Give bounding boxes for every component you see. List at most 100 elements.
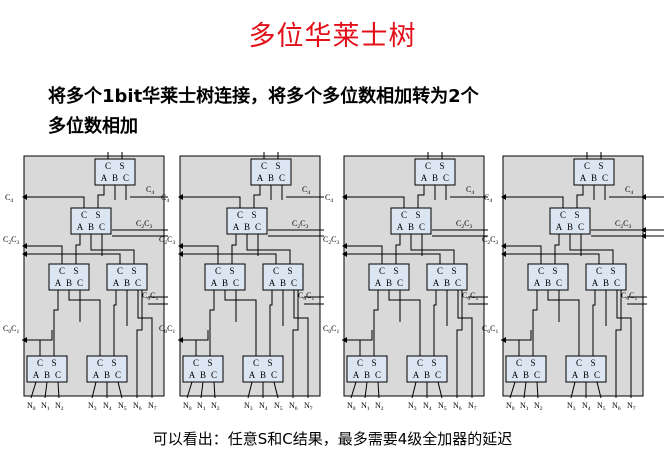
adder-port-in-c: C	[77, 278, 83, 288]
wire	[182, 196, 241, 208]
signal-label-c2c3-in: C2C3	[456, 219, 472, 230]
input-label-n0: N0	[27, 401, 36, 412]
adder-port-in-c: C	[55, 370, 61, 380]
adder-port-in-c: C	[443, 173, 449, 183]
adder-port-in-c: C	[594, 370, 600, 380]
wire	[377, 381, 380, 399]
wire	[570, 381, 576, 399]
input-label-n5: N5	[274, 401, 283, 412]
arrow-head	[501, 251, 506, 257]
arrow-head	[178, 194, 183, 200]
input-label-n5: N5	[438, 401, 447, 412]
wire	[433, 290, 437, 356]
wire	[346, 253, 441, 264]
adder-port-s: S	[131, 266, 136, 276]
adder-port-in-a: A	[93, 370, 100, 380]
adder-port-s: S	[439, 161, 444, 171]
wire	[136, 289, 143, 398]
adder-port-in-a: A	[413, 370, 420, 380]
wire	[117, 381, 123, 399]
signal-label-c4-in: C4	[146, 185, 154, 196]
wire	[57, 381, 60, 399]
adder-port-in-c: C	[614, 278, 620, 288]
adder-port-in-b: B	[545, 278, 551, 288]
adder-port-in-c: C	[534, 370, 540, 380]
wire	[182, 253, 277, 264]
wire	[186, 381, 193, 399]
wire	[91, 381, 97, 399]
subtitle-line-2: 多位数相加	[48, 116, 138, 137]
adder-port-in-b: B	[268, 173, 274, 183]
wire	[359, 330, 373, 356]
adder-port-in-c: C	[279, 173, 285, 183]
wire	[505, 245, 542, 264]
signal-label-c4-out: C4	[325, 193, 333, 204]
arrow-head	[342, 251, 347, 257]
input-label-n0: N0	[506, 401, 515, 412]
full-adder-box	[346, 355, 388, 383]
adder-port-in-c: C	[602, 173, 608, 183]
signal-label-c2c3-out: C2C3	[323, 235, 339, 246]
wire	[247, 381, 253, 399]
wire	[417, 185, 425, 208]
adder-port-in-b: B	[583, 370, 589, 380]
wire	[437, 381, 443, 399]
wire	[182, 245, 219, 264]
wire	[39, 330, 53, 356]
signal-label-c0c1-out: C0C1	[159, 324, 175, 335]
full-adder-box	[204, 263, 246, 291]
adder-port-s: S	[590, 358, 595, 368]
wire	[293, 290, 309, 398]
input-label-n0: N0	[183, 401, 192, 412]
wire	[509, 381, 516, 399]
adder-port-c-out: C	[37, 358, 43, 368]
adder-port-s: S	[610, 266, 615, 276]
adder-port-in-a: A	[211, 278, 218, 288]
adder-port-in-c: C	[211, 370, 217, 380]
adder-port-c-out: C	[357, 358, 363, 368]
full-adder-box	[426, 263, 468, 291]
adder-port-c-out: C	[417, 358, 423, 368]
adder-port-in-c: C	[419, 222, 425, 232]
input-label-n4: N4	[582, 401, 591, 412]
adder-port-s: S	[251, 210, 256, 220]
wire	[523, 381, 527, 399]
slide-footer: 可以看出：任意S和C结果，最多需要4级全加器的延迟	[152, 430, 513, 448]
adder-port-in-a: A	[269, 278, 276, 288]
adder-port-c-out: C	[261, 161, 267, 171]
arrow-head	[22, 251, 27, 257]
signal-label-c0c1-out: C0C1	[3, 324, 19, 335]
wire	[26, 196, 85, 208]
adder-port-in-c: C	[99, 222, 105, 232]
adder-port-in-b: B	[112, 173, 118, 183]
adder-port-in-a: A	[113, 278, 120, 288]
adder-port-c-out: C	[401, 210, 407, 220]
wire	[253, 185, 261, 208]
input-label-n3: N3	[88, 401, 97, 412]
signal-label-c2c3-out: C2C3	[482, 235, 498, 246]
signal-label-c2c3-out: C2C3	[3, 235, 19, 246]
wire	[576, 185, 584, 208]
arrow-head	[641, 194, 646, 200]
full-adder-box	[48, 263, 90, 291]
signal-label-c4-in: C4	[625, 185, 633, 196]
adder-port-s: S	[51, 358, 56, 368]
adder-port-in-c: C	[291, 278, 297, 288]
adder-port-c-out: C	[584, 161, 590, 171]
wire	[364, 381, 368, 399]
adder-port-s: S	[393, 266, 398, 276]
adder-port-in-a: A	[580, 173, 587, 183]
wire	[30, 381, 37, 399]
signal-label-c2c3-in: C2C3	[292, 219, 308, 230]
adder-port-in-a: A	[512, 370, 519, 380]
adder-port-in-c: C	[123, 173, 129, 183]
adder-port-in-a: A	[534, 278, 541, 288]
adder-port-s: S	[451, 266, 456, 276]
input-label-n4: N4	[103, 401, 112, 412]
adder-port-c-out: C	[437, 266, 443, 276]
adder-port-c-out: C	[253, 358, 259, 368]
adder-port-in-a: A	[55, 278, 62, 288]
wire	[97, 185, 105, 208]
